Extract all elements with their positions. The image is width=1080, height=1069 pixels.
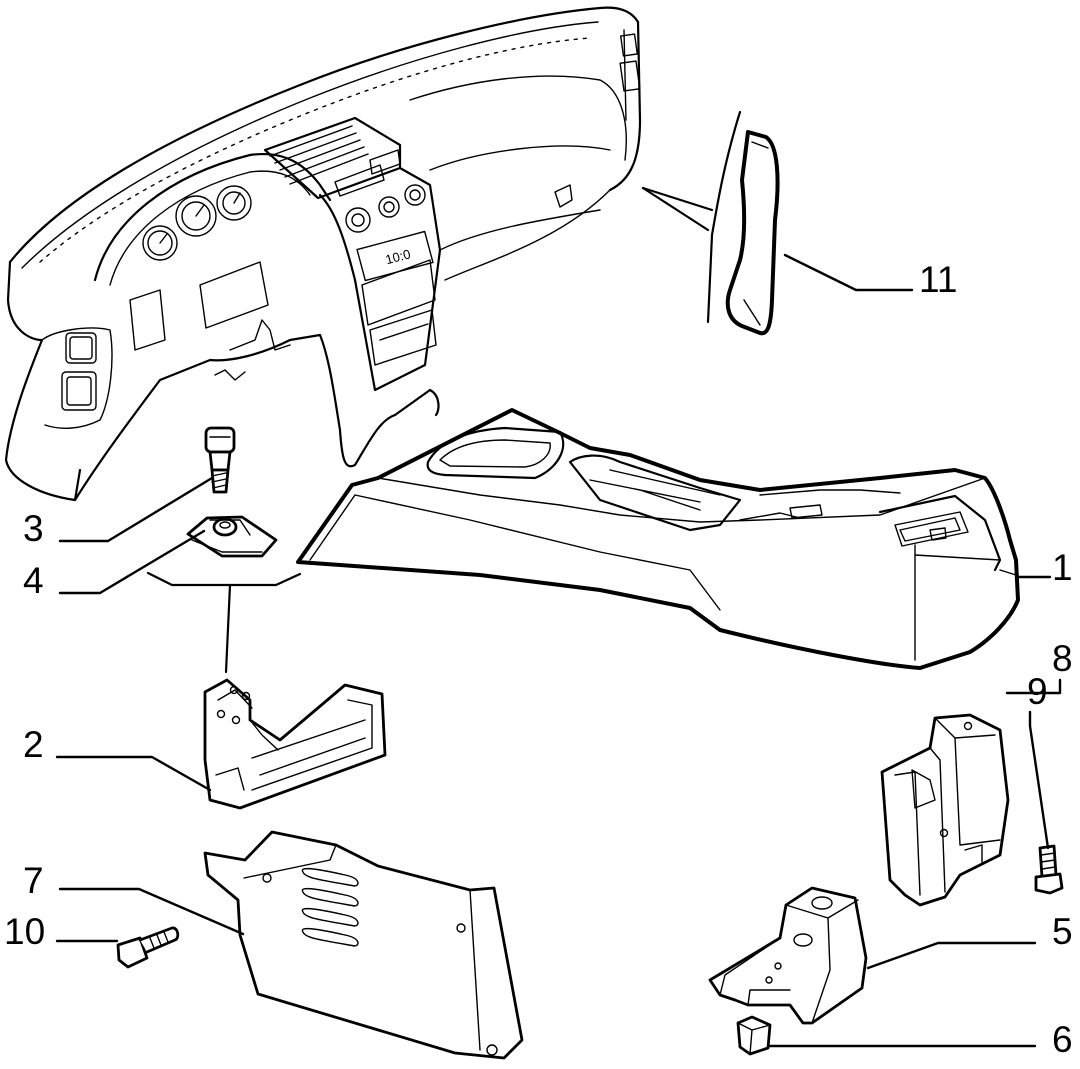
leader-11 bbox=[783, 253, 914, 292]
leader-2 bbox=[55, 755, 212, 792]
assembly-bracket-lines bbox=[146, 571, 302, 674]
leader-4 bbox=[58, 529, 206, 595]
callout-5: 5 bbox=[1052, 911, 1073, 952]
dashboard-clock-text: 10:0 bbox=[384, 246, 412, 267]
leader-lines bbox=[55, 253, 1062, 1048]
callout-labels: 1 2 3 4 5 6 7 8 9 10 11 bbox=[4, 259, 1073, 1060]
leader-8 bbox=[1005, 678, 1062, 695]
callout-11: 11 bbox=[919, 259, 957, 300]
leader-3 bbox=[58, 476, 214, 543]
part-2-bracket bbox=[203, 678, 387, 810]
leader-9 bbox=[1028, 710, 1050, 850]
leader-5 bbox=[866, 941, 1037, 970]
part-6-cap bbox=[736, 1015, 772, 1056]
leader-7 bbox=[58, 887, 245, 936]
callout-10: 10 bbox=[4, 911, 45, 952]
callout-1: 1 bbox=[1052, 547, 1073, 588]
part-5-mounting-block bbox=[708, 886, 868, 1025]
part-8-console-bracket bbox=[880, 713, 1010, 907]
part-10-bolt bbox=[116, 926, 180, 969]
callout-9: 9 bbox=[1027, 671, 1048, 712]
callout-2: 2 bbox=[23, 724, 44, 765]
callout-6: 6 bbox=[1052, 1019, 1073, 1060]
callout-3: 3 bbox=[23, 508, 44, 549]
dashboard-assembly: 10:0 bbox=[4, 6, 642, 502]
callout-7: 7 bbox=[23, 860, 44, 901]
part-11-trim-panel bbox=[641, 110, 780, 336]
part-3-screw bbox=[204, 426, 236, 494]
callout-8: 8 bbox=[1052, 638, 1073, 679]
part-4-clip-nut bbox=[186, 515, 278, 558]
part-1-center-console bbox=[296, 408, 1020, 670]
part-7-side-cover bbox=[203, 830, 524, 1060]
part-9-screw bbox=[1034, 844, 1064, 895]
callout-4: 4 bbox=[23, 560, 44, 601]
